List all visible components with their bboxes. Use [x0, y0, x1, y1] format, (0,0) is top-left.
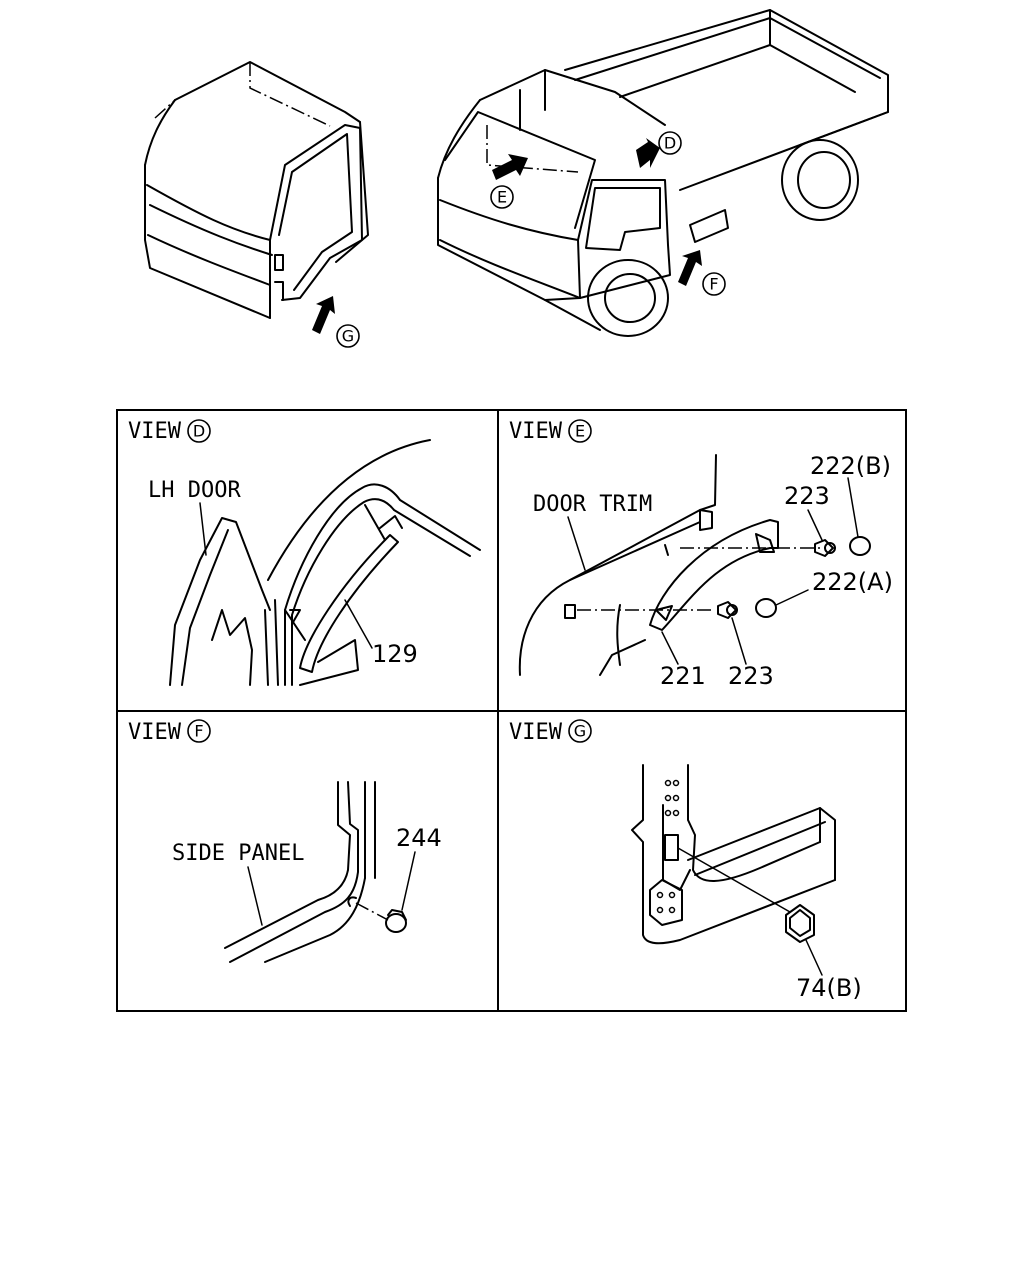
truck-overview-drawing: [437, 9, 889, 337]
view-g-panel: VIEW G 74(B): [509, 719, 862, 1002]
view-f-letter: F: [194, 722, 203, 741]
part-129-label: 129: [372, 640, 418, 668]
part-221-label: 221: [660, 662, 706, 690]
callout-e: E: [490, 185, 514, 209]
view-d-title: VIEW: [128, 419, 182, 444]
view-d-panel: VIEW D LH DOOR 129: [128, 419, 481, 686]
grommet-244: [385, 909, 407, 933]
clip-223-top: [814, 539, 836, 557]
view-f-title: VIEW: [128, 720, 182, 745]
view-grid-frame: [116, 409, 907, 1012]
part-244-label: 244: [396, 824, 442, 852]
callout-f: F: [702, 272, 726, 296]
view-g-title: VIEW: [509, 720, 563, 745]
callout-f-letter: F: [709, 275, 718, 294]
part-222b-label: 222(B): [810, 452, 891, 480]
lh-door-label: LH DOOR: [148, 478, 241, 503]
cap-222b: [849, 536, 871, 556]
callout-g-letter: G: [342, 327, 354, 346]
callout-e-letter: E: [497, 188, 507, 207]
view-g-letter: G: [574, 722, 586, 741]
clip-223-bottom: [717, 601, 738, 619]
callout-d-letter: D: [664, 134, 676, 153]
cap-222a: [755, 598, 777, 618]
view-e-letter: E: [575, 422, 585, 441]
cab-overview-drawing: [144, 61, 369, 334]
part-223-top-label: 223: [784, 482, 830, 510]
part-223-bottom-label: 223: [728, 662, 774, 690]
view-e-title: VIEW: [509, 419, 563, 444]
side-panel-label: SIDE PANEL: [172, 841, 304, 866]
view-e-panel: VIEW E DOOR TRIM: [509, 419, 893, 690]
door-trim-label: DOOR TRIM: [533, 492, 652, 517]
part-74b-label: 74(B): [796, 974, 862, 1002]
view-f-panel: VIEW F SIDE PANEL 244: [128, 719, 442, 963]
part-222a-label: 222(A): [812, 568, 893, 596]
callout-d: D: [658, 131, 682, 155]
plug-74b: [785, 904, 815, 943]
view-d-letter: D: [193, 422, 205, 441]
callout-g: G: [336, 324, 360, 348]
